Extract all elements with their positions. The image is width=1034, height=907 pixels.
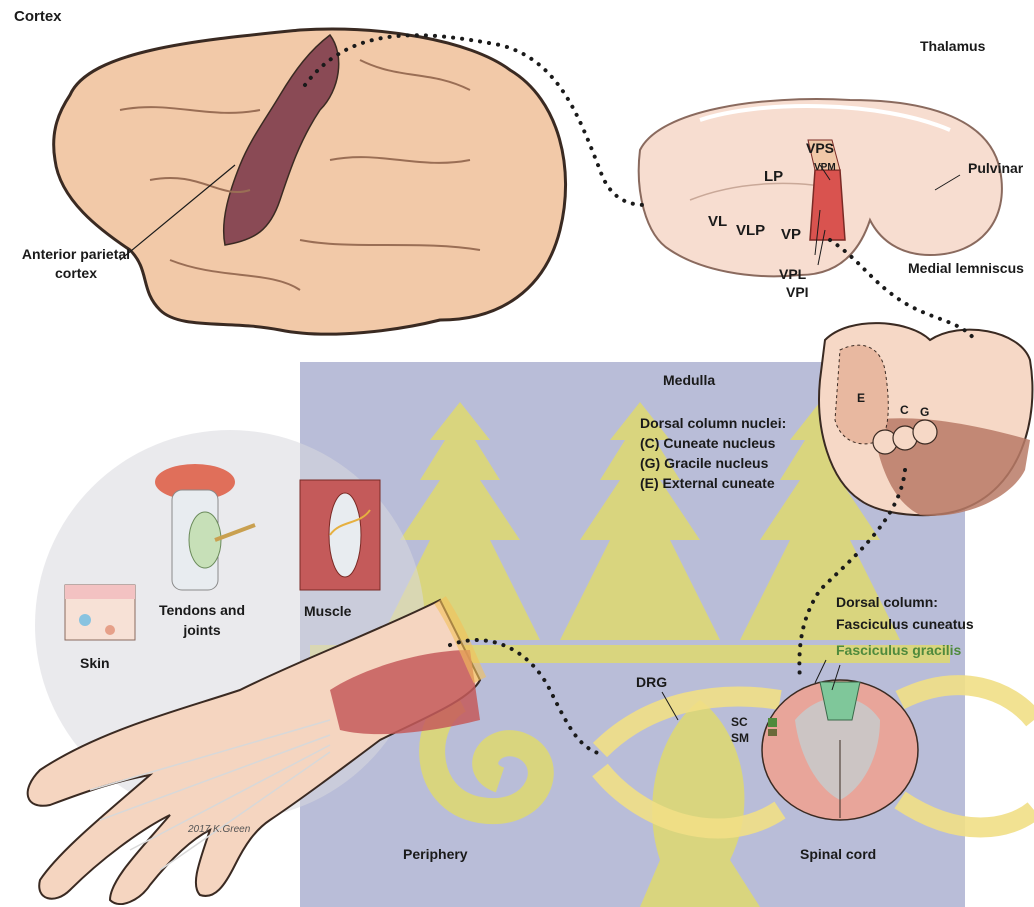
spinal-cord-label: Spinal cord bbox=[800, 846, 876, 862]
dcn-cuneate: (C) Cuneate nucleus bbox=[640, 435, 775, 451]
medulla-label: Medulla bbox=[663, 372, 715, 388]
dcn-gracile: (G) Gracile nucleus bbox=[640, 455, 768, 471]
anterior-parietal-label-line1: Anterior parietal bbox=[0, 246, 152, 262]
medulla-g-marker: G bbox=[920, 406, 929, 420]
periphery-label: Periphery bbox=[403, 846, 468, 862]
anterior-parietal-label-line2: cortex bbox=[0, 265, 152, 281]
tendons-label-line1: Tendons and bbox=[152, 602, 252, 618]
vpi-label: VPI bbox=[786, 284, 809, 300]
sc-label: SC bbox=[731, 716, 748, 730]
lp-label: LP bbox=[764, 168, 783, 185]
vp-label: VP bbox=[781, 226, 801, 243]
medulla-e-marker: E bbox=[857, 392, 865, 406]
dcn-external-cuneate: (E) External cuneate bbox=[640, 475, 775, 491]
vpl-label: VPL bbox=[779, 266, 806, 282]
vps-label: VPS bbox=[806, 140, 834, 156]
dcn-header: Dorsal column nuclei: bbox=[640, 415, 786, 431]
dorsal-column-label: Dorsal column: bbox=[836, 594, 938, 610]
muscle-label: Muscle bbox=[304, 603, 351, 619]
skin-label: Skin bbox=[80, 655, 110, 671]
thalamus-label: Thalamus bbox=[920, 38, 985, 54]
cortex-label: Cortex bbox=[14, 8, 62, 25]
fasciculus-gracilis-label: Fasciculus gracilis bbox=[836, 642, 961, 658]
fasciculus-cuneatus-label: Fasciculus cuneatus bbox=[836, 616, 974, 632]
vlp-label: VLP bbox=[736, 222, 765, 239]
skin-illustration bbox=[65, 585, 135, 640]
medulla-c-marker: C bbox=[900, 404, 909, 418]
muscle-illustration bbox=[300, 480, 380, 590]
artist-signature: 2017 K.Green bbox=[188, 824, 250, 836]
pulvinar-label: Pulvinar bbox=[968, 160, 1023, 176]
tendons-label-line2: joints bbox=[152, 622, 252, 638]
sm-label: SM bbox=[731, 732, 749, 746]
medial-lemniscus-label: Medial lemniscus bbox=[908, 260, 1024, 276]
cortex-brain bbox=[54, 29, 566, 334]
vl-label: VL bbox=[708, 213, 727, 230]
drg-label: DRG bbox=[636, 674, 667, 690]
thalamus bbox=[639, 99, 1002, 276]
vpm-label: VPM bbox=[814, 162, 836, 174]
